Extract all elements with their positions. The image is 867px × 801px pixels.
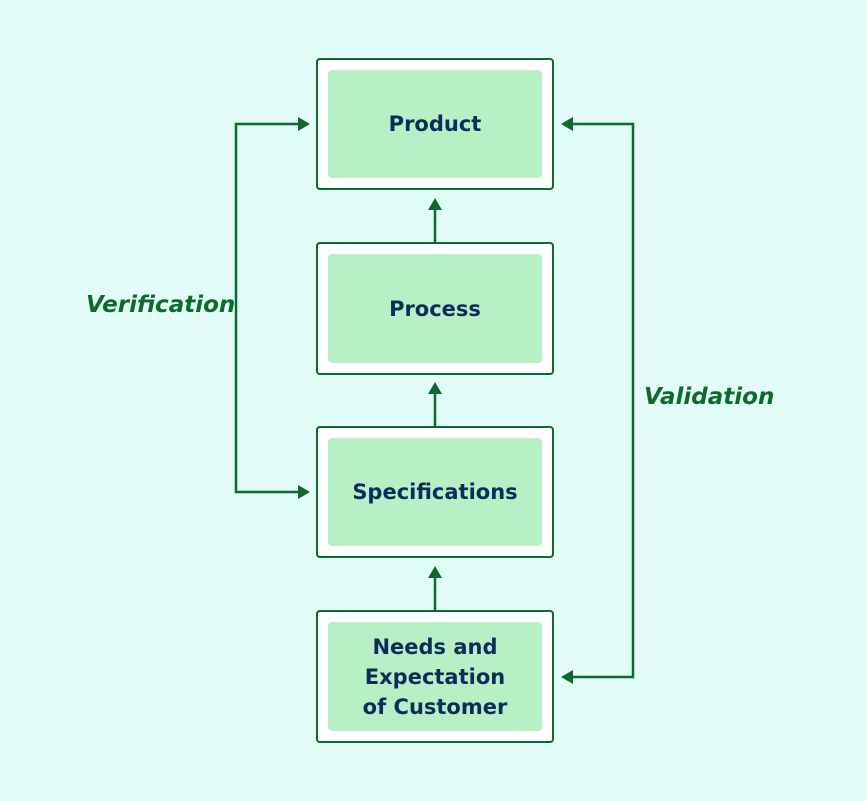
process-label: Process [328,254,542,363]
arrow-to-product-left [298,117,310,131]
arrow-process-to-product [428,198,442,242]
product-box: Product [316,58,554,190]
arrow-to-needs-right [561,670,573,684]
needs-label: Needs and Expectation of Customer [328,622,542,731]
arrow-specifications-to-process [428,382,442,426]
validation-label: Validation [644,384,775,410]
verification-label: Verification [86,292,236,318]
specifications-label: Specifications [328,438,542,546]
validation-connector [561,117,635,684]
arrow-needs-to-specifications [428,566,442,610]
product-label: Product [328,70,542,178]
process-box: Process [316,242,554,375]
arrow-to-specifications-left [298,485,310,499]
verification-connector [234,117,310,499]
needs-box: Needs and Expectation of Customer [316,610,554,743]
specifications-box: Specifications [316,426,554,558]
arrow-to-product-right [561,117,573,131]
